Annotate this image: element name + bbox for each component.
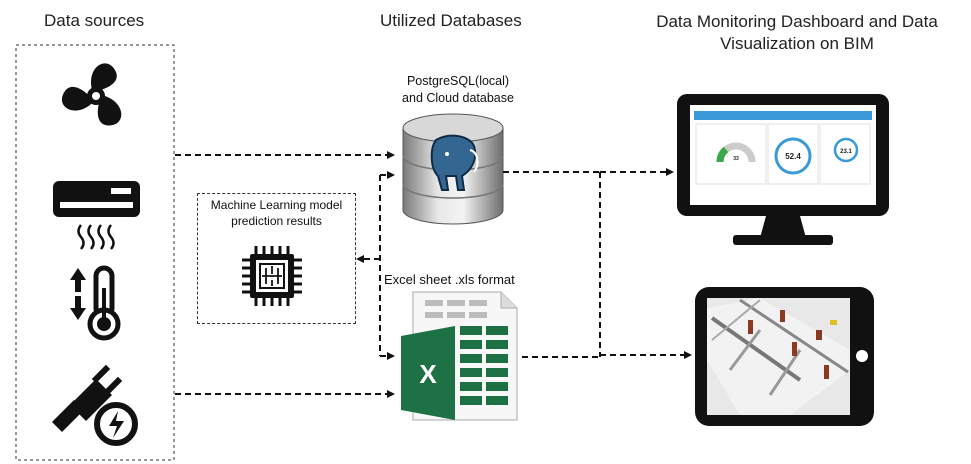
database-label: PostgreSQL(local) and Cloud database	[378, 73, 538, 107]
excel-label: Excel sheet .xls format	[384, 272, 515, 287]
chip-icon	[242, 246, 302, 306]
gauge2-value: 52.4	[785, 152, 801, 161]
connectors	[175, 151, 692, 398]
dashboard-title: Data Monitoring Dashboard and Data Visua…	[632, 11, 962, 55]
power-plug-icon	[52, 364, 138, 446]
gauge1-value: 33	[733, 156, 739, 162]
data-sources-title: Data sources	[44, 11, 145, 30]
bim-model	[707, 298, 850, 415]
ml-label-line2: prediction results	[231, 214, 322, 228]
database-label-line2: and Cloud database	[402, 91, 514, 105]
monitor-icon: 33 52.4 23.1	[677, 94, 889, 245]
gauge3-value: 23.1	[840, 149, 852, 155]
postgresql-elephant-icon	[430, 134, 479, 191]
database-icon	[402, 113, 504, 225]
dashboard-title-line2: Visualization on BIM	[720, 34, 874, 53]
ml-label: Machine Learning model prediction result…	[199, 197, 354, 229]
tablet-icon	[695, 287, 874, 426]
thermometer-icon	[70, 265, 121, 341]
ml-label-line1: Machine Learning model	[210, 198, 343, 212]
databases-title: Utilized Databases	[380, 11, 522, 30]
fan-icon	[61, 63, 122, 126]
ml-results-box	[197, 193, 356, 324]
data-sources-box	[15, 44, 175, 461]
excel-icon: X	[401, 291, 518, 421]
database-label-line1: PostgreSQL(local)	[406, 74, 510, 88]
air-conditioner-icon	[53, 181, 140, 250]
excel-letter: X	[419, 359, 437, 389]
dashboard-title-line1: Data Monitoring Dashboard and Data	[656, 12, 938, 31]
